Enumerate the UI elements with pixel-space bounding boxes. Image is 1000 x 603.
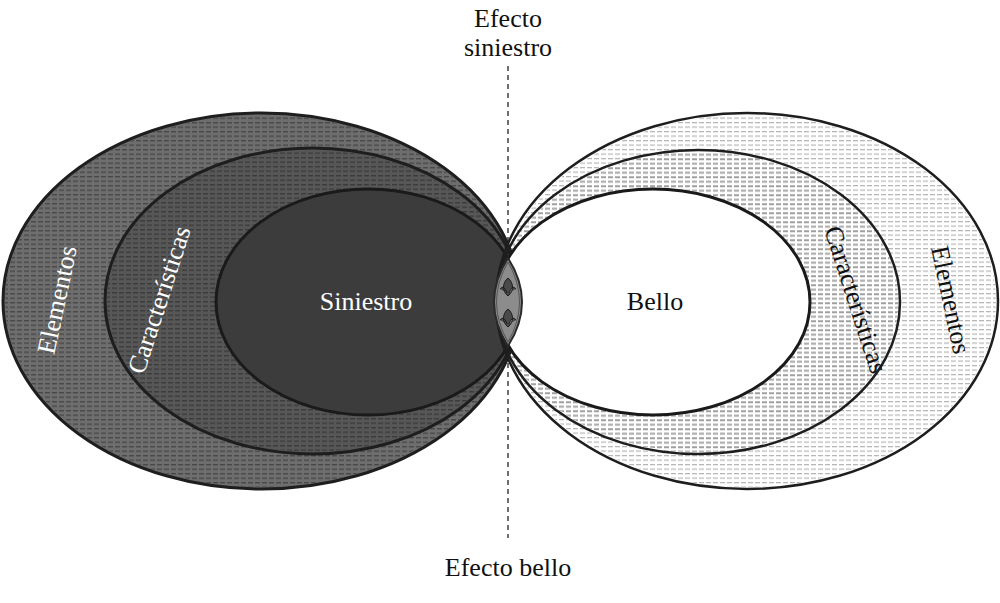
ellipse-fill — [216, 189, 520, 415]
ellipse-border — [496, 150, 900, 454]
ellipse-fill — [496, 189, 810, 415]
elements-ellipse: ElementosCaracterísticasSiniestro — [3, 113, 520, 489]
overlap-lens-inner — [497, 262, 520, 342]
ellipse-border — [496, 189, 810, 415]
effect-label: Efecto siniestro — [433, 5, 583, 62]
overlap-ornament — [494, 66, 522, 538]
leaf-ornament — [500, 309, 516, 327]
leaf-ornament — [500, 278, 516, 296]
ellipse-border — [216, 189, 520, 415]
characteristics-ellipse: CaracterísticasSiniestro — [105, 148, 520, 454]
ellipse-fill — [3, 113, 520, 489]
ellipse-fill — [496, 150, 900, 454]
ellipse-fill — [105, 148, 520, 454]
ellipse-border — [105, 148, 520, 454]
characteristics-ellipse: CaracterísticasBello — [496, 150, 900, 454]
beauty-ellipse: Bello — [496, 189, 810, 415]
ellipse-border — [496, 113, 998, 489]
ellipse-label: Siniestro — [320, 288, 412, 317]
ellipse-fill — [496, 113, 998, 489]
sinister-ellipse: Siniestro — [216, 189, 520, 415]
elements-ellipse: ElementosCaracterísticasBello — [496, 113, 998, 489]
ellipse-label: Bello — [627, 288, 683, 317]
overlap-lens — [494, 258, 522, 346]
ellipse-border — [3, 113, 520, 489]
effect-label: Efecto bello — [433, 554, 583, 583]
